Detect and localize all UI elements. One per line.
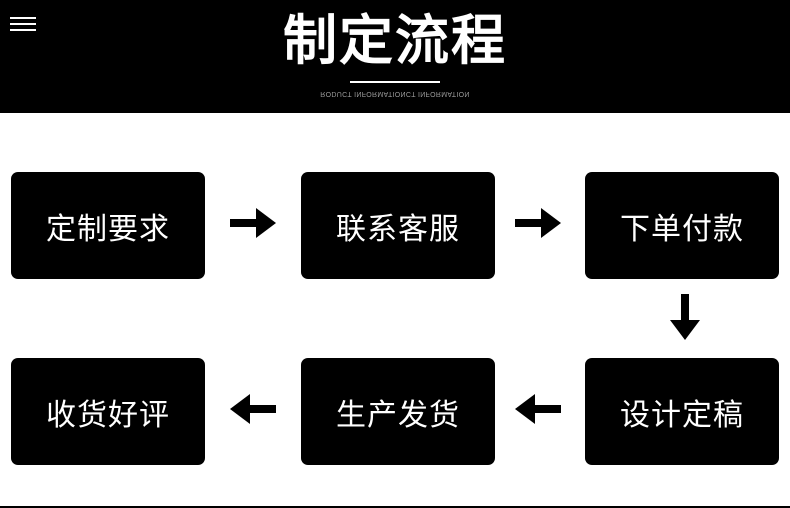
page-subtitle: RODUCT INFORMATIONCT INFORMATION (320, 90, 470, 97)
step-label: 生产发货 (336, 397, 460, 433)
arrow-down-icon (670, 294, 700, 340)
hamburger-menu-icon[interactable] (10, 17, 36, 31)
step-box-place-order-payment: 下单付款 (585, 172, 779, 279)
page-title: 制定流程 (283, 9, 507, 72)
step-box-customize-requirements: 定制要求 (11, 172, 205, 279)
step-box-receive-and-review: 收货好评 (11, 358, 205, 465)
step-label: 收货好评 (46, 397, 170, 433)
title-underline (350, 81, 440, 83)
arrow-left-icon (515, 394, 561, 424)
bottom-divider (0, 506, 790, 508)
arrow-right-icon (515, 208, 561, 238)
header-banner: 制定流程 RODUCT INFORMATIONCT INFORMATION (0, 0, 790, 113)
step-box-design-finalization: 设计定稿 (585, 358, 779, 465)
step-label: 定制要求 (46, 211, 170, 247)
arrow-right-icon (230, 208, 276, 238)
step-label: 设计定稿 (620, 397, 744, 433)
step-box-contact-service: 联系客服 (301, 172, 495, 279)
step-label: 联系客服 (336, 211, 460, 247)
step-label: 下单付款 (620, 211, 744, 247)
step-box-production-shipping: 生产发货 (301, 358, 495, 465)
arrow-left-icon (230, 394, 276, 424)
